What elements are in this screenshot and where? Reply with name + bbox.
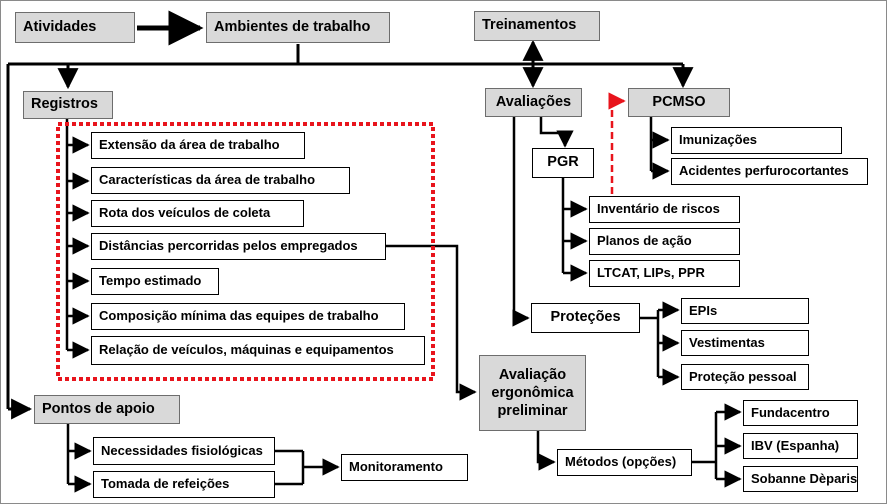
node-planos-de-acao: Planos de ação (589, 228, 740, 255)
node-registros: Registros (23, 91, 113, 119)
registros-item: Rota dos veículos de coleta (91, 200, 304, 227)
node-ambientes-de-trabalho: Ambientes de trabalho (206, 12, 390, 43)
node-pgr: PGR (532, 148, 594, 178)
node-avaliacoes: Avaliações (485, 88, 582, 117)
node-inventario-de-riscos: Inventário de riscos (589, 196, 740, 223)
node-atividades: Atividades (15, 12, 135, 43)
node-pcmso: PCMSO (628, 88, 730, 117)
node-epis: EPIs (681, 298, 809, 324)
node-protecoes: Proteções (531, 303, 640, 333)
registros-item: Características da área de trabalho (91, 167, 350, 194)
node-pontos-de-apoio: Pontos de apoio (34, 395, 180, 424)
node-metodos-opcoes: Métodos (opções) (557, 449, 692, 476)
node-ltcat-lips-ppr: LTCAT, LIPs, PPR (589, 260, 740, 287)
node-treinamentos: Treinamentos (474, 11, 600, 41)
node-protecao-pessoal: Proteção pessoal (681, 364, 809, 390)
registros-item: Relação de veículos, máquinas e equipame… (91, 336, 425, 365)
node-imunizacoes: Imunizações (671, 127, 842, 154)
node-acidentes-perfurocortantes: Acidentes perfurocortantes (671, 158, 868, 185)
node-fundacentro: Fundacentro (743, 400, 858, 426)
node-ibv-espanha: IBV (Espanha) (743, 433, 858, 459)
node-vestimentas: Vestimentas (681, 330, 809, 356)
node-tomada-de-refeicoes: Tomada de refeições (93, 471, 275, 498)
registros-item: Distâncias percorridas pelos empregados (91, 233, 386, 260)
registros-item: Composição mínima das equipes de trabalh… (91, 303, 405, 330)
node-sobanne-deparis: Sobanne Dèparis (743, 466, 858, 492)
registros-item: Extensão da área de trabalho (91, 132, 305, 159)
registros-item: Tempo estimado (91, 268, 219, 295)
node-monitoramento: Monitoramento (341, 454, 468, 481)
node-avaliacao-ergonomica-preliminar: Avaliação ergonômica preliminar (479, 355, 586, 431)
node-necessidades-fisiologicas: Necessidades fisiológicas (93, 437, 275, 465)
